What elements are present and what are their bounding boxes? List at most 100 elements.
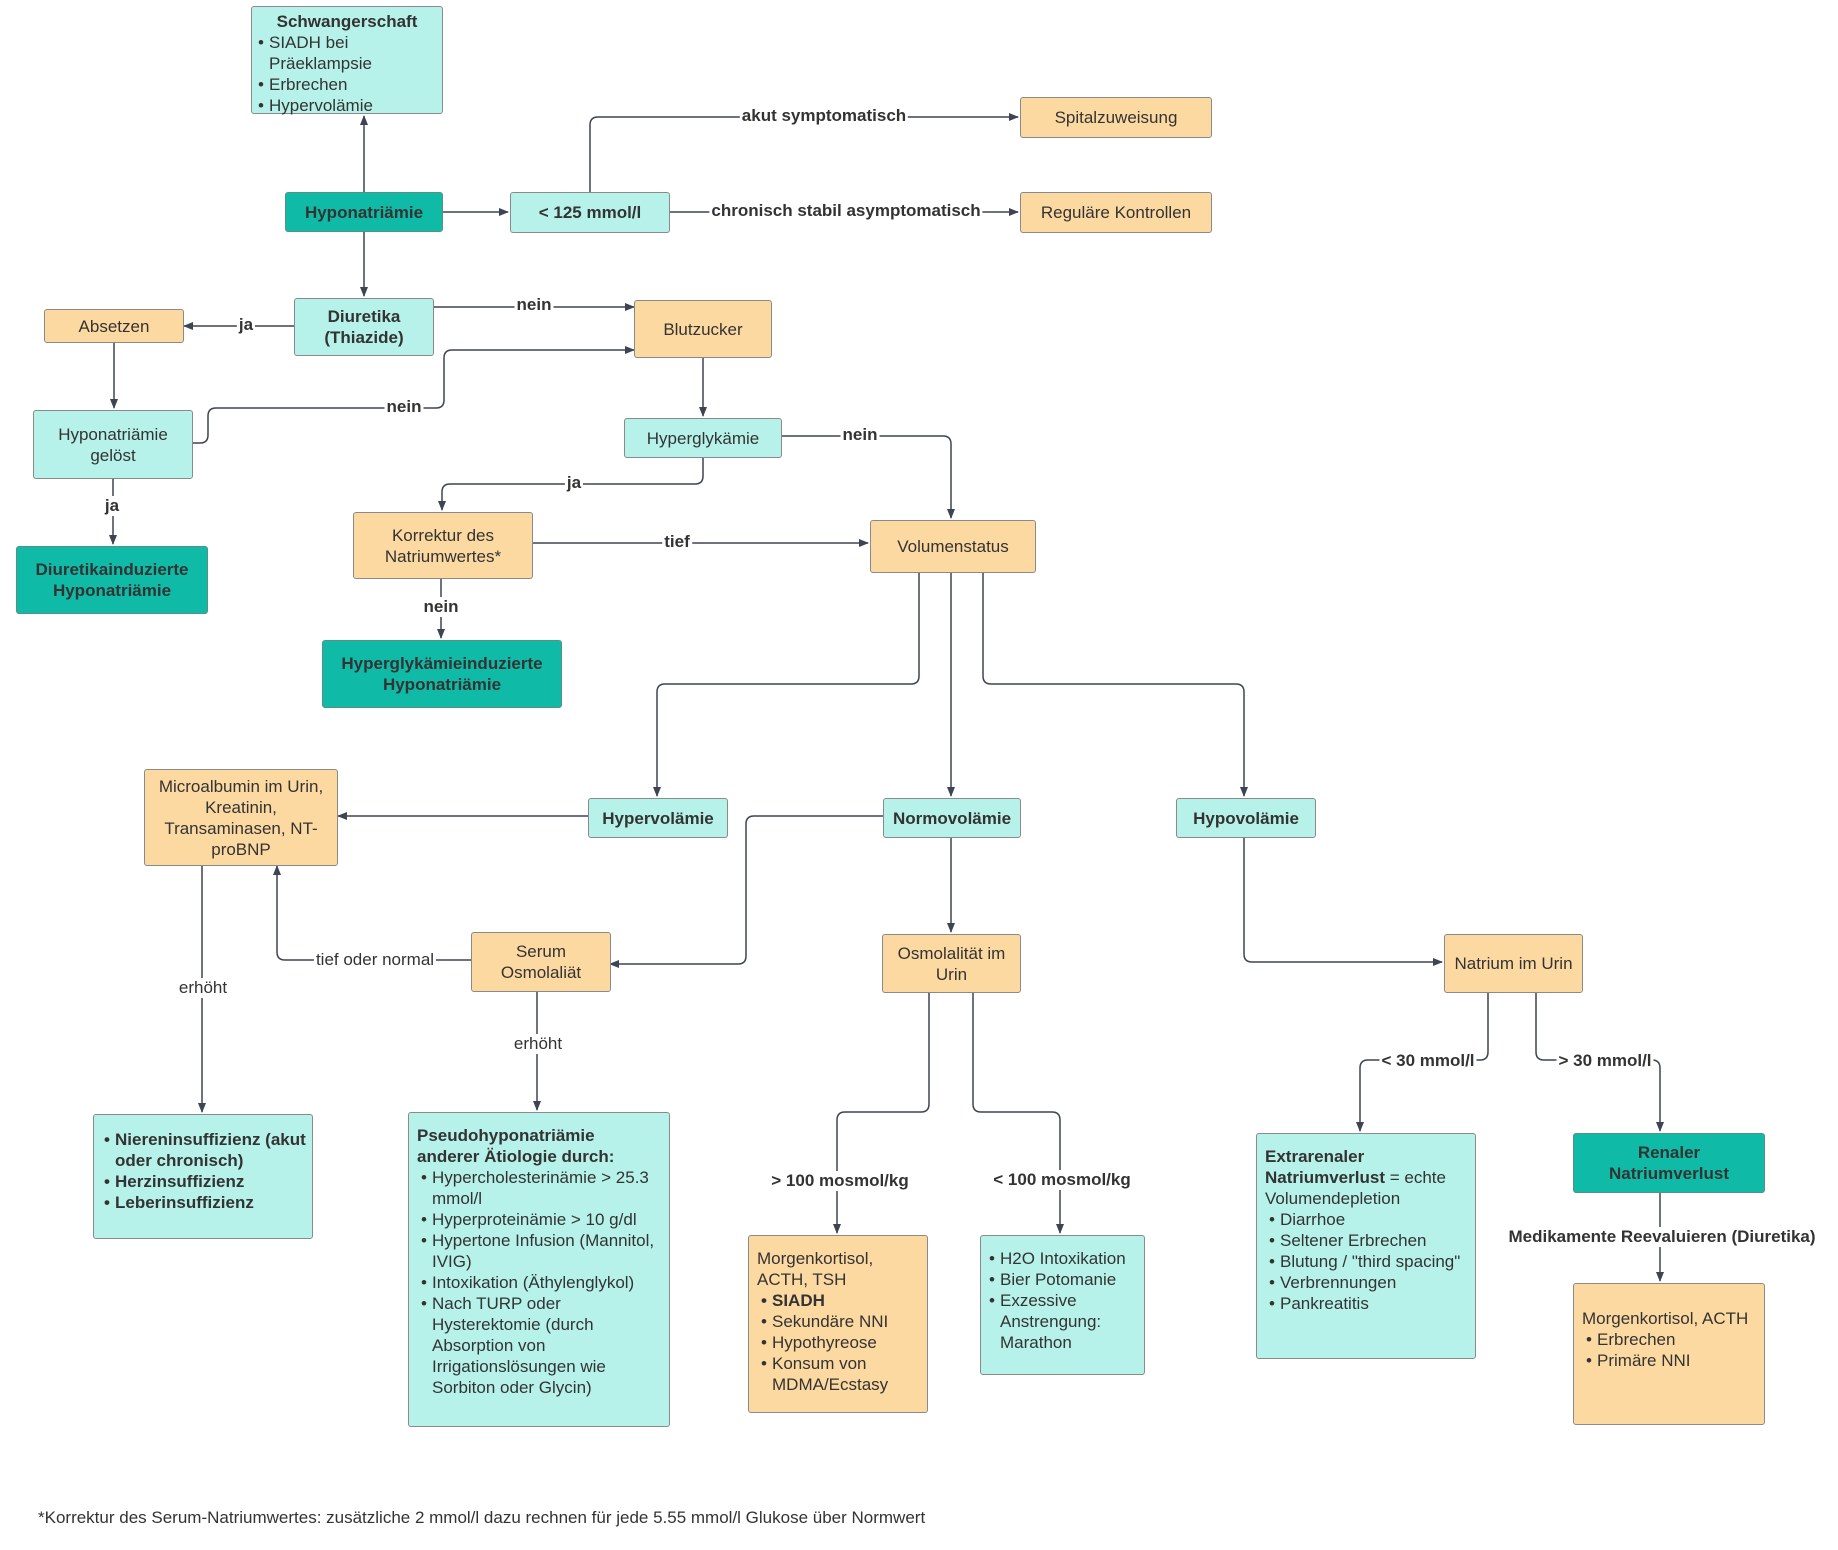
list-item: Herzinsuffizienz [104,1171,306,1192]
node-label: Microalbumin im Urin, Kreatinin, Transam… [158,776,324,859]
edge-lt125-spital [589,113,1019,192]
node-schwangerschaft-title: Schwangerschaft [276,12,418,31]
list-item: Hypothyreose [761,1332,919,1353]
node-osmolalitaet-urin: Osmolalität im Urin [882,934,1021,993]
list-item: Hypercholesterinämie > 25.3 mmol/l [421,1167,661,1209]
edge-serum-micro [273,865,471,961]
node-label: Reguläre Kontrollen [1040,203,1192,222]
node-serum-osmolalitaet: Serum Osmolaliät [471,932,611,992]
node-hyponatriaemie-geloest: Hyponatriämie gelöst [33,410,193,479]
node-normovolaemie: Normovolämie [883,798,1021,838]
list-item: Primäre NNI [1586,1350,1756,1371]
edge-label-gt30: > 30 mmol/l [1556,1051,1654,1071]
edge-label-erhoeht-micro: erhöht [176,978,230,998]
node-label: Normovolämie [892,808,1012,828]
node-label: Hyperglykämie [646,428,760,448]
edge-volumen-hyper [653,572,920,797]
edge-osm-lt100 [972,992,1064,1234]
edge-hyperglyk-volumen [782,435,955,519]
node-label: Diuretika (Thiazide) [324,307,404,347]
node-extrarenal-title: Extrarenaler Natriumverlust [1265,1147,1385,1187]
node-extrarenal: Extrarenaler Natriumverlust = echte Volu… [1256,1133,1476,1359]
edge-label-nein-diuretika: nein [514,295,554,315]
node-natrium-urin: Natrium im Urin [1444,934,1583,993]
node-hyponatriaemie: Hyponatriämie [285,192,443,232]
edge-geloest-blutzucker [192,346,635,444]
node-hypervolaemie: Hypervolämie [588,798,728,838]
node-extrarenal-subtitle: = echte Volumendepletion [1265,1168,1446,1208]
list-item: Hyperproteinämie > 10 g/dl [421,1209,661,1230]
edge-label-akut: akut symptomatisch [739,106,909,126]
edge-label-tief-oder-normal: tief oder normal [313,950,437,970]
list-item: SIADH [761,1290,919,1311]
list-item: Pankreatitis [1269,1293,1467,1314]
list-item: Hypervolämie [258,95,436,116]
edge-normo-serum [609,815,883,968]
node-label: Natrium im Urin [1454,954,1573,973]
node-absetzen: Absetzen [44,309,184,343]
list-item: Verbrennungen [1269,1272,1467,1293]
list-item: Sekundäre NNI [761,1311,919,1332]
node-diuretika: Diuretika (Thiazide) [294,298,434,356]
node-hypovolaemie: Hypovolämie [1176,798,1316,838]
edge-label-gt100: > 100 mosmol/kg [769,1171,911,1191]
edge-hypo-natrium [1243,836,1443,966]
edge-label-tief: tief [662,532,692,552]
node-label: Hypervolämie [602,808,714,828]
edge-label-ja-absetzen: ja [236,315,256,335]
list-item: Seltener Erbrechen [1269,1230,1467,1251]
node-pseudohyponatriaemie: Pseudohyponatriämie anderer Ätiologie du… [408,1112,670,1427]
list-item: Exzessive Anstrengung: Marathon [989,1290,1136,1353]
edge-label-lt100: < 100 mosmol/kg [991,1170,1133,1190]
node-morgenkortisol-tsh-title: Morgenkortisol, ACTH, TSH [757,1249,874,1289]
node-label: Serum Osmolaliät [500,942,582,982]
node-microalbumin: Microalbumin im Urin, Kreatinin, Transam… [144,769,338,866]
edge-label-ja-geloest: ja [102,496,122,516]
list-item: Leberinsuffizienz [104,1192,306,1213]
list-item: Intoxikation (Äthylenglykol) [421,1272,661,1293]
list-item: Bier Potomanie [989,1269,1136,1290]
footnote: *Korrektur des Serum-Natriumwertes: zusä… [38,1508,926,1527]
node-h2o-intoxikation: H2O Intoxikation Bier Potomanie Exzessiv… [980,1235,1145,1375]
edge-label-ja-hyperglyk: ja [564,473,584,493]
node-label: Osmolalität im Urin [897,943,1006,984]
node-lt125: < 125 mmol/l [510,192,670,233]
list-item: H2O Intoxikation [989,1248,1136,1269]
list-item: Nach TURP oder Hysterektomie (durch Abso… [421,1293,661,1398]
node-label: Volumenstatus [897,537,1009,556]
node-renal-natriumverlust: Renaler Natriumverlust [1573,1133,1765,1193]
edge-label-chronisch: chronisch stabil asymptomatisch [709,201,983,221]
edge-label-medikamente: Medikamente Reevaluieren (Diuretika) [1506,1227,1818,1247]
node-label: Renaler Natriumverlust [1609,1143,1729,1183]
node-label: Hypovolämie [1193,808,1299,828]
node-regulaere-kontrollen: Reguläre Kontrollen [1020,192,1212,233]
node-korrektur: Korrektur des Natriumwertes* [353,512,533,579]
node-label: Hyponatriämie [304,202,424,222]
edge-label-lt30: < 30 mmol/l [1379,1051,1477,1071]
node-morgenkortisol-tsh: Morgenkortisol, ACTH, TSH SIADH Sekundär… [748,1235,928,1413]
node-pseudohypo-title: Pseudohyponatriämie anderer Ätiologie du… [417,1126,615,1166]
list-item: Konsum von MDMA/Ecstasy [761,1353,919,1395]
edge-label-nein-hyperglyk: nein [840,425,880,445]
list-item: Erbrechen [258,74,436,95]
list-item: SIADH bei Präeklampsie [258,32,436,74]
edge-osm-gt100 [833,992,930,1234]
node-label: < 125 mmol/l [538,203,642,222]
list-item: Niereninsuffizienz (akut oder chronisch) [104,1129,306,1171]
node-label: Blutzucker [663,319,743,339]
node-label: Spitalzuweisung [1054,108,1178,127]
list-item: Hypertone Infusion (Mannitol, IVIG) [421,1230,661,1272]
node-spitalzuweisung: Spitalzuweisung [1020,97,1212,138]
edge-label-erhoeht-serum: erhöht [511,1034,565,1054]
list-item: Blutung / "third spacing" [1269,1251,1467,1272]
node-label: Hyponatriämie gelöst [58,424,168,465]
node-morgenkortisol-acth: Morgenkortisol, ACTH Erbrechen Primäre N… [1573,1283,1765,1425]
node-label: Diuretikainduzierte Hyponatriämie [35,560,189,600]
node-label: Hyperglykämieinduzierte Hyponatriämie [341,654,543,694]
list-item: Diarrhoe [1269,1209,1467,1230]
node-blutzucker: Blutzucker [634,300,772,358]
node-diuretikainduziert: Diuretikainduzierte Hyponatriämie [16,546,208,614]
node-hyperglykaemieinduziert: Hyperglykämieinduzierte Hyponatriämie [322,640,562,708]
node-label: Absetzen [78,316,150,336]
